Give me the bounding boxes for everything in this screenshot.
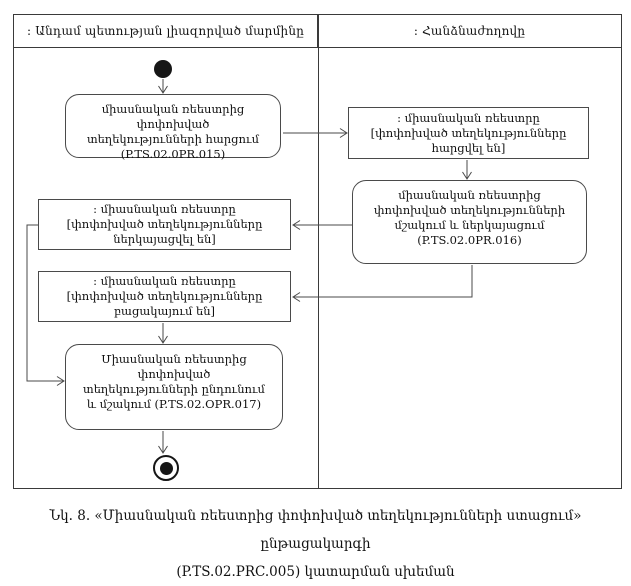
action-node-receive-and-process: Միասնական ռեեստրից փոփոխված տեղեկություն… bbox=[65, 344, 283, 430]
lane-divider bbox=[318, 15, 319, 488]
object-node-registry-requested: : միասնական ռեեստրը [փոփոխված տեղեկությո… bbox=[348, 107, 589, 159]
figure-caption-line1: Նկ. 8. «Միասնական ռեեստրից փոփոխված տեղե… bbox=[49, 508, 582, 552]
object-title: : միասնական ռեեստրը bbox=[93, 274, 236, 288]
object-node-registry-absent: : միասնական ռեեստրը [փոփոխված տեղեկությո… bbox=[38, 271, 291, 322]
action-label: Միասնական ռեեստրից փոփոխված տեղեկություն… bbox=[83, 352, 265, 411]
figure-caption-line2: (P.TS.02.PRC.005) կատարման սխեման bbox=[176, 564, 455, 580]
object-state: [փոփոխված տեղեկությունները ներկայացվել ե… bbox=[66, 217, 263, 246]
final-node-dot bbox=[159, 461, 173, 475]
lane-header-row: : Անդամ պետության լիազորված մարմինը : Հա… bbox=[14, 15, 621, 48]
figure-caption: Նկ. 8. «Միասնական ռեեստրից փոփոխված տեղե… bbox=[0, 502, 631, 586]
object-state: [փոփոխված տեղեկությունները հարցվել են] bbox=[370, 125, 567, 155]
object-title: : միասնական ռեեստրը bbox=[93, 202, 236, 216]
object-state: [փոփոխված տեղեկությունները բացակայում են… bbox=[66, 289, 263, 318]
action-label: միասնական ռեեստրից փոփոխված տեղեկություն… bbox=[373, 188, 566, 247]
action-label: միասնական ռեեստրից փոփոխված տեղեկություն… bbox=[86, 102, 259, 146]
action-node-request-changed-info: միասնական ռեեստրից փոփոխված տեղեկություն… bbox=[65, 94, 281, 161]
activity-diagram-figure: : Անդամ պետության լիազորված մարմինը : Հա… bbox=[13, 14, 622, 580]
object-title: : միասնական ռեեստրը bbox=[397, 110, 540, 125]
action-node-process-and-present: միասնական ռեեստրից փոփոխված տեղեկություն… bbox=[352, 180, 587, 264]
lane-header-authorized-body: : Անդամ պետության լիազորված մարմինը bbox=[14, 15, 318, 47]
initial-node-icon bbox=[154, 60, 172, 78]
lane-header-commission: : Հանձնաժողովը bbox=[413, 24, 526, 38]
activity-final-node-icon bbox=[153, 455, 179, 481]
object-node-registry-presented: : միասնական ռեեստրը [փոփոխված տեղեկությո… bbox=[38, 199, 291, 250]
action-code: (P.TS.02.0PR.015) bbox=[120, 147, 226, 161]
